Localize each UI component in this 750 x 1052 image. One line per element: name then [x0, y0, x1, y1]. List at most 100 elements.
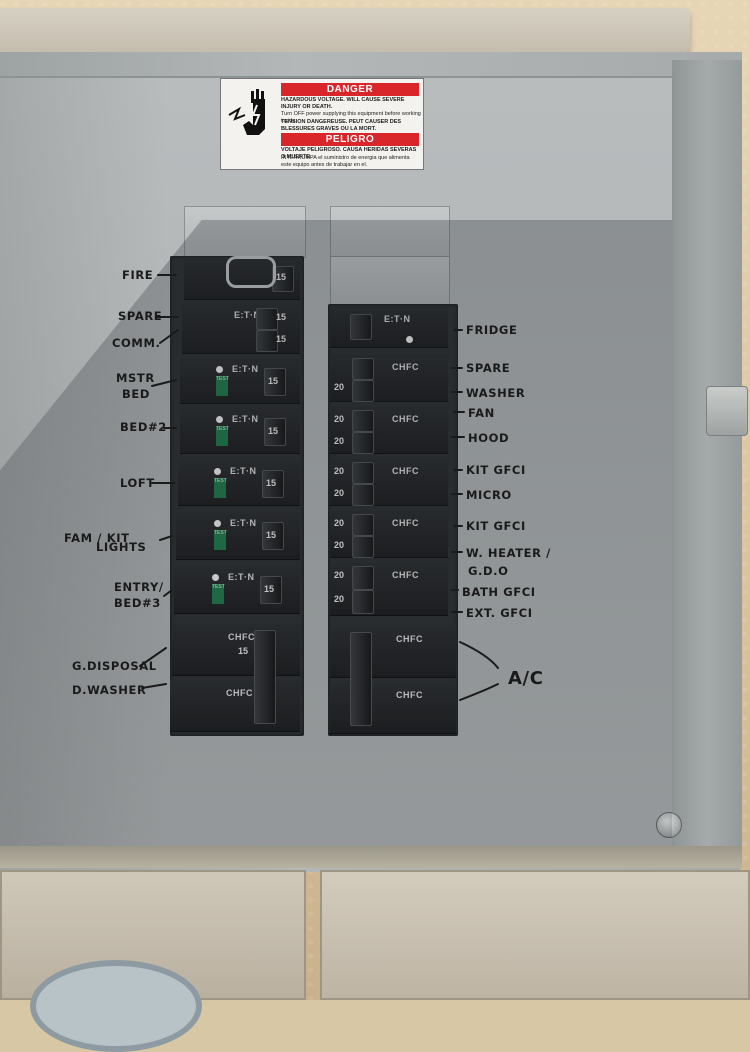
breaker-handle[interactable] [256, 308, 278, 330]
breaker-fan-hood[interactable]: 20 20 CHFC [330, 406, 448, 454]
label-kit-gfci-2: KIT GFCI [466, 519, 526, 533]
breaker-brand: E:T·N [230, 466, 257, 476]
label-loft: LOFT [120, 476, 155, 490]
peligro-heading: PELIGRO [281, 133, 419, 146]
breaker-ac-pole-2[interactable]: 30 CHFC [330, 682, 456, 734]
breaker-ac-pole-1[interactable]: 30 CHFC [330, 626, 456, 678]
spanish-subtext: INTERRUMPA el suministro de energia que … [281, 155, 410, 168]
breaker-mstr-bed[interactable]: TEST E:T·N 15 [180, 358, 300, 404]
label-mstr: MSTR [116, 371, 155, 385]
breaker-bath-ext-gfci[interactable]: 20 20 CHFC [330, 562, 448, 616]
label-g-disposal: G.DISPOSAL [72, 659, 157, 673]
breaker-brand: CHFC [226, 688, 253, 698]
breaker-fire[interactable]: 15 [184, 258, 300, 300]
breaker-fridge[interactable]: E:T·N [330, 306, 448, 348]
breaker-handle[interactable] [352, 358, 374, 380]
breaker-spare-comm[interactable]: E:T·N 15 15 [182, 304, 300, 354]
breaker-brand: E:T·N [230, 518, 257, 528]
breaker-fam-kit-lights[interactable]: TEST E:T·N 15 [176, 512, 300, 560]
breaker-handle[interactable] [352, 432, 374, 454]
breaker-g-disposal[interactable]: CHFC 15 [172, 624, 300, 676]
test-button[interactable]: TEST [216, 426, 229, 446]
label-entry: ENTRY/ [114, 580, 164, 594]
breaker-handle[interactable] [352, 514, 374, 536]
test-button[interactable]: TEST [212, 584, 225, 604]
breaker-brand: CHFC [392, 414, 419, 424]
breaker-rating: 15 [268, 376, 279, 386]
breaker-brand: CHFC [392, 570, 419, 580]
breaker-d-washer[interactable]: CHFC 15 [170, 680, 300, 732]
breaker-brand: CHFC [392, 466, 419, 476]
label-entry-bed-3: BED#3 [114, 596, 161, 610]
breaker-rating: 20 [334, 570, 345, 580]
breaker-rating: 20 [334, 518, 345, 528]
label-mstr-bed: BED [122, 387, 150, 401]
breaker-handle[interactable] [352, 590, 374, 614]
label-d-washer: D.WASHER [72, 683, 147, 697]
breaker-handle[interactable] [260, 576, 282, 604]
label-fan: FAN [468, 406, 495, 420]
danger-text: HAZARDOUS VOLTAGE. WILL CAUSE SEVERE INJ… [281, 97, 405, 110]
breaker-kit-gfci-micro[interactable]: 20 20 CHFC [330, 458, 448, 506]
warning-label: DANGER HAZARDOUS VOLTAGE. WILL CAUSE SEV… [220, 78, 424, 170]
breaker-loft[interactable]: TEST E:T·N 15 [178, 460, 300, 506]
gfci-indicator-icon [406, 336, 413, 343]
enclosure-right-flange [672, 60, 742, 860]
label-bed-2: BED#2 [120, 420, 167, 434]
breaker-rating: 20 [334, 540, 345, 550]
breaker-rating: 15 [276, 334, 287, 344]
breaker-kit-gfci-w-heater[interactable]: 20 20 CHFC [330, 510, 448, 558]
breaker-column-left: 15 E:T·N 15 15 TEST E:T·N 15 TEST E:T·N … [170, 256, 304, 736]
tied-breaker-handle-ac[interactable] [350, 632, 372, 726]
breaker-handle[interactable] [352, 380, 374, 402]
breaker-rating: 15 [238, 646, 249, 656]
breaker-rating: 20 [334, 414, 345, 424]
breaker-rating: 20 [334, 488, 345, 498]
label-kit-gfci-1: KIT GFCI [466, 463, 526, 477]
test-button[interactable]: TEST [214, 530, 227, 550]
gfci-indicator-icon [216, 366, 223, 373]
breaker-column-right: E:T·N 20 CHFC 20 20 CHFC 20 20 CHFC 20 2… [328, 304, 458, 736]
breaker-handle[interactable] [352, 462, 374, 484]
test-button[interactable]: TEST [216, 376, 229, 396]
label-w-heater: W. HEATER / [466, 546, 551, 560]
door-latch[interactable] [706, 386, 748, 436]
breaker-brand: E:T·N [232, 364, 259, 374]
breaker-handle[interactable] [264, 368, 286, 396]
danger-heading: DANGER [281, 83, 419, 96]
breaker-entry-bed-3[interactable]: TEST E:T·N 15 [174, 566, 300, 614]
breaker-handle[interactable] [264, 418, 286, 446]
label-fire: FIRE [122, 268, 154, 282]
label-fam-kit-lights: LIGHTS [96, 540, 147, 554]
gfci-indicator-icon [214, 520, 221, 527]
breaker-bed-2[interactable]: TEST E:T·N 15 [180, 408, 300, 454]
breaker-lockout-clip [226, 256, 276, 288]
tied-breaker-handle[interactable] [254, 630, 276, 724]
label-comm: COMM. [112, 336, 161, 350]
breaker-brand: E:T·N [232, 414, 259, 424]
breaker-rating: 15 [276, 312, 287, 322]
breaker-spare-washer[interactable]: 20 CHFC [330, 354, 448, 402]
meter-ring [30, 960, 202, 1052]
breaker-handle[interactable] [352, 536, 374, 558]
breaker-handle[interactable] [262, 470, 284, 498]
gfci-indicator-icon [212, 574, 219, 581]
gfci-indicator-icon [214, 468, 221, 475]
breaker-handle[interactable] [350, 314, 372, 340]
breaker-handle[interactable] [352, 566, 374, 590]
breaker-handle[interactable] [352, 410, 374, 432]
breaker-rating: 15 [268, 426, 279, 436]
breaker-handle[interactable] [256, 330, 278, 352]
gfci-indicator-icon [216, 416, 223, 423]
breaker-rating: 15 [264, 584, 275, 594]
breaker-rating: 15 [266, 478, 277, 488]
test-button[interactable]: TEST [214, 478, 227, 498]
enclosure-top-ledge [0, 8, 690, 52]
lower-cover-right [320, 870, 750, 1000]
label-fridge: FRIDGE [466, 323, 518, 337]
breaker-handle[interactable] [262, 522, 284, 550]
label-fam-kit: FAM / KIT [64, 531, 130, 545]
breaker-rating: 20 [334, 594, 345, 604]
breaker-handle[interactable] [352, 484, 374, 506]
breaker-rating: 20 [334, 466, 345, 476]
